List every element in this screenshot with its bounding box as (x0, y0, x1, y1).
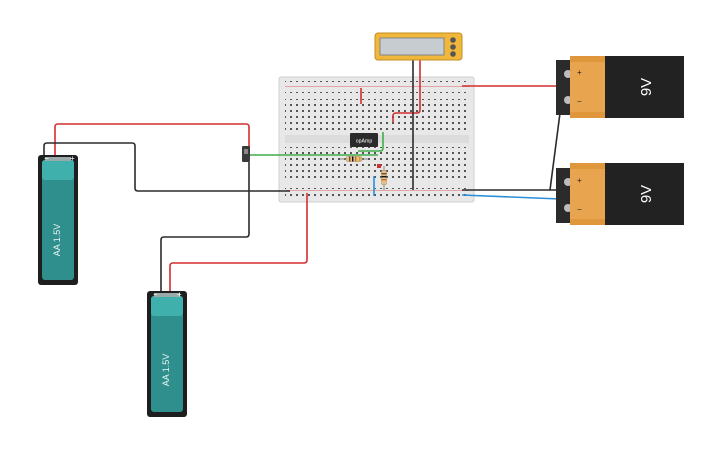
9v1-connector (556, 60, 570, 115)
resistor-horizontal[interactable] (340, 156, 368, 162)
battery-9v-2[interactable]: + − 9V (556, 163, 684, 225)
aa1-label: AA 1.5V (52, 224, 62, 257)
battery-9v-1[interactable]: + − 9V (556, 56, 684, 118)
wire-red-multimeter[interactable] (392, 60, 421, 122)
9v2-plus-sign: + (577, 176, 582, 185)
slide-switch[interactable] (242, 146, 250, 162)
wire-red-9v-positive[interactable] (462, 76, 561, 87)
aa-battery-2[interactable]: + − AA 1.5V (147, 290, 187, 417)
wire-black-aa2-negative[interactable] (160, 162, 250, 296)
bottom-power-rail-1 (285, 185, 469, 189)
lower-terminal-strip (285, 147, 469, 179)
aa2-minus-sign: − (153, 290, 158, 299)
wire-red-aa2-positive[interactable] (169, 193, 308, 296)
wire-green-feedback[interactable] (358, 132, 384, 152)
wire-red-aa1-positive[interactable] (54, 123, 250, 161)
multimeter[interactable] (374, 32, 463, 61)
resistor-vertical[interactable] (381, 166, 387, 190)
wire-black-aa1-negative[interactable] (43, 142, 290, 192)
9v1-label: 9V (638, 78, 655, 96)
top-power-rail-2 (285, 89, 469, 93)
opamp-label: opAmp (356, 139, 373, 145)
wires (43, 60, 564, 296)
multimeter-port-2[interactable] (450, 44, 456, 50)
opamp-chip[interactable]: opAmp (350, 133, 378, 147)
led-indicator (377, 164, 381, 168)
9v1-plus-sign: + (577, 68, 582, 77)
bottom-power-rail-2 (285, 193, 469, 197)
9v2-connector (556, 168, 570, 223)
9v2-minus-sign: − (577, 205, 582, 214)
wire-blue-9v-negative[interactable] (461, 194, 561, 200)
aa-battery-1[interactable]: + − AA 1.5V (38, 154, 78, 285)
aa1-plus-sign: + (70, 154, 75, 163)
multimeter-display (379, 37, 445, 56)
aa2-plus-sign: + (177, 290, 182, 299)
upper-terminal-strip (285, 99, 469, 131)
multimeter-port-3[interactable] (450, 51, 456, 57)
multimeter-port-1[interactable] (450, 37, 456, 43)
top-power-rail-1 (285, 81, 469, 85)
aa2-label: AA 1.5V (161, 354, 171, 387)
9v2-label: 9V (638, 185, 655, 203)
9v1-minus-sign: − (577, 97, 582, 106)
aa1-minus-sign: − (44, 154, 49, 163)
